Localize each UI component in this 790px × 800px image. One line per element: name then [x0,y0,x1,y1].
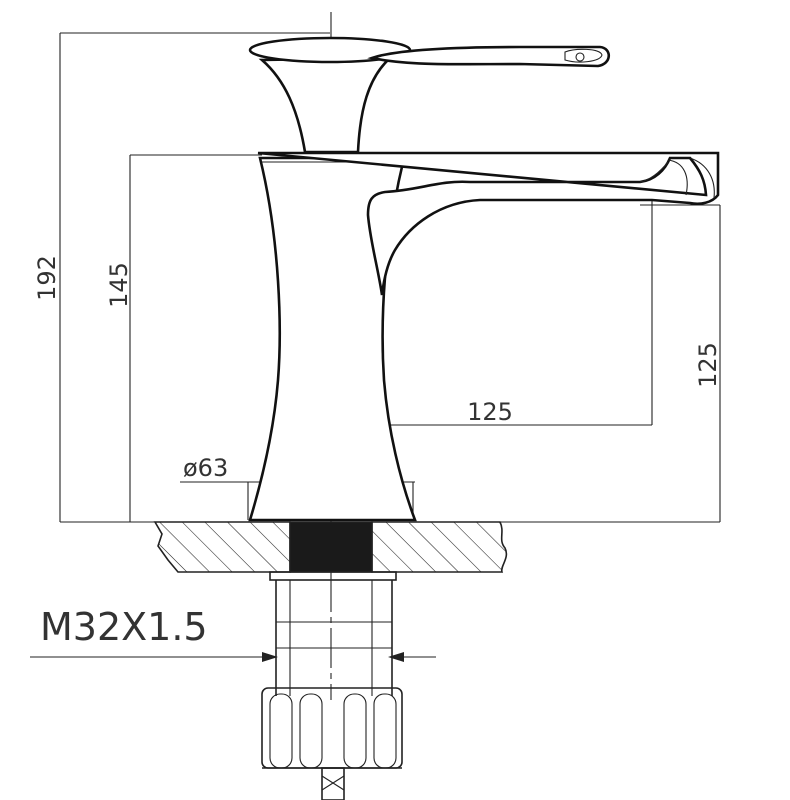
dimension-thread: M32X1.5 [30,605,436,662]
dimension-125-horizontal: 125 [332,200,653,426]
mounting-shank [269,571,397,696]
braided-hose [321,767,345,800]
countertop-section [153,521,508,573]
dim-label-192: 192 [33,255,61,301]
mounting-nut [261,687,403,769]
thread-label: M32X1.5 [40,605,208,649]
dim-label-63: ø63 [183,454,228,482]
dim-label-125-vertical: 125 [694,342,722,388]
dim-label-145: 145 [105,262,133,308]
thread-insert [289,521,373,573]
dimension-192: 192 [33,32,330,523]
faucet-spout [257,151,720,296]
dim-label-125-horizontal: 125 [467,398,513,426]
dimension-125-vertical: 125 [410,204,722,523]
dimension-145: 145 [105,154,262,522]
lever-handle [248,36,611,154]
